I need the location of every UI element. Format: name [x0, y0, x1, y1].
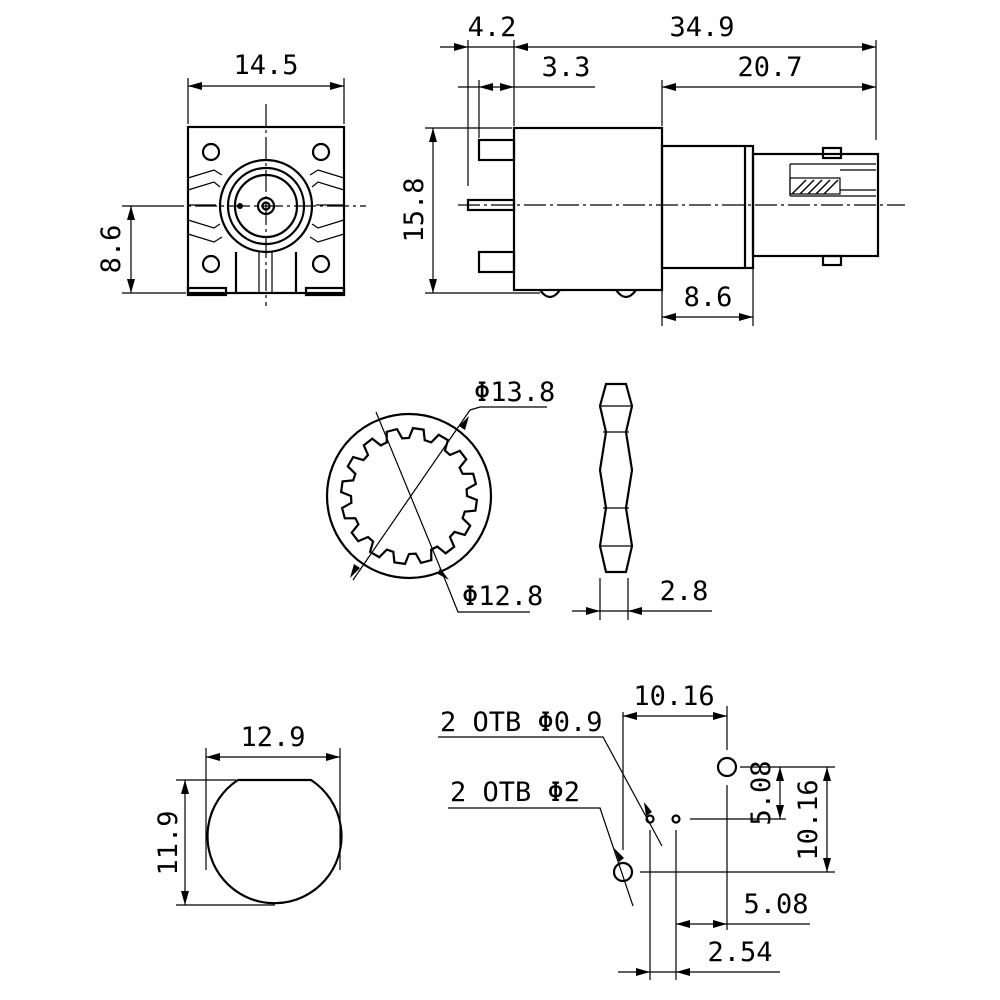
nut-outline — [598, 382, 634, 574]
panel-cutout: 12.9 11.9 — [153, 722, 343, 906]
dim-front-width: 14.5 — [233, 50, 298, 81]
hatched-insert — [789, 177, 841, 195]
hole-small-right — [671, 814, 681, 824]
dim-cutout-width: 12.9 — [240, 722, 305, 753]
bump-left — [539, 289, 561, 299]
dim-thread-section: 8.6 — [684, 282, 733, 313]
washer-outer — [325, 412, 493, 580]
front-view: 14.5 8.6 — [96, 50, 366, 306]
dim-total-length: 34.9 — [669, 12, 734, 43]
dim-thread-length: 20.7 — [737, 52, 802, 83]
dim-washer-outer: Φ13.8 — [474, 377, 555, 408]
side-body — [512, 126, 664, 292]
dim-side-height: 15.8 — [399, 177, 430, 242]
lock-washer: Φ13.8 Φ12.8 — [325, 377, 555, 613]
bayonet-lug-bottom — [821, 254, 843, 267]
front-barrel — [751, 152, 880, 258]
side-view: 4.2 34.9 3.3 20.7 15.8 8.6 — [399, 12, 905, 326]
note-small-holes: 2 ОТВ Φ0.9 — [440, 707, 603, 738]
pin-top — [477, 138, 516, 162]
dim-body-length: 3.3 — [542, 52, 591, 83]
thread-section — [660, 144, 755, 270]
hex-nut-side: 2.8 — [572, 382, 712, 620]
mount-hole-bl — [201, 254, 221, 274]
hole-large-top — [716, 756, 738, 778]
cutout-outline — [206, 778, 343, 905]
lower-slot — [234, 252, 298, 293]
dim-front-height: 8.6 — [96, 225, 127, 274]
bayonet-lug-top — [821, 146, 843, 160]
dim-top-spacing: 10.16 — [633, 681, 714, 712]
bump-right — [615, 289, 637, 299]
note-large-holes: 2 ОТВ Φ2 — [450, 777, 580, 808]
pin-bottom — [477, 250, 516, 274]
front-fins — [187, 169, 345, 243]
dim-vert-small: 5.08 — [746, 760, 777, 825]
foot-left — [186, 286, 228, 297]
washer-teeth — [339, 426, 479, 566]
mount-hole-tr — [311, 142, 331, 162]
dim-nut-thickness: 2.8 — [660, 576, 709, 607]
dim-vert-large: 10.16 — [793, 779, 824, 860]
mount-hole-br — [311, 254, 331, 274]
dim-cutout-height: 11.9 — [153, 810, 184, 875]
dim-pin-offset: 4.2 — [468, 12, 517, 43]
front-body-outline — [186, 125, 346, 295]
hole-large-bottom — [612, 861, 634, 883]
dim-washer-inner: Φ12.8 — [462, 581, 543, 612]
dim-horiz-mid: 5.08 — [743, 889, 808, 920]
pcb-footprint: 10.16 5.08 10.16 5.08 2.54 2 ОТВ Φ0.9 2 … — [438, 681, 835, 980]
foot-right — [304, 286, 346, 297]
mount-hole-tl — [201, 142, 221, 162]
dim-horiz-small: 2.54 — [707, 937, 772, 968]
hatch-lines — [791, 179, 839, 195]
hole-small-left — [645, 814, 655, 824]
